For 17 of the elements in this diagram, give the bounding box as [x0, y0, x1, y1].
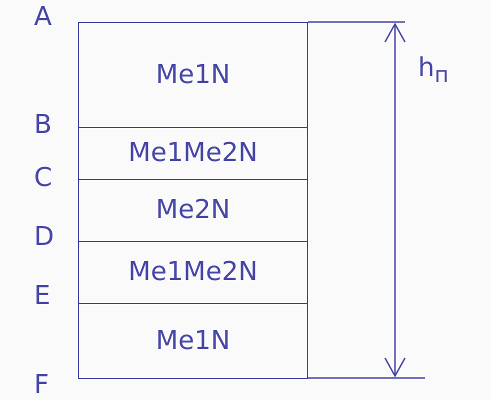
boundary-letter: F: [34, 372, 49, 398]
boundary-letter: D: [34, 224, 54, 250]
layer-band: [78, 303, 308, 379]
layer-formula: Me1N: [156, 326, 230, 356]
boundary-letter: E: [34, 283, 50, 309]
layer-band: [78, 241, 308, 304]
layer-formula: Me1Me2N: [128, 138, 258, 168]
boundary-letter: C: [34, 165, 52, 191]
layer-formula: Me1Me2N: [128, 257, 258, 287]
boundary-letter: A: [34, 4, 52, 30]
layer-band: [78, 22, 308, 128]
layer-band: [78, 127, 308, 180]
layer-band: [78, 179, 308, 242]
dimension-label: h$_{п}$: [418, 55, 449, 87]
layer-formula: Me2N: [156, 195, 230, 225]
layer-formula: Me1N: [156, 60, 230, 90]
boundary-letter: B: [34, 112, 52, 138]
